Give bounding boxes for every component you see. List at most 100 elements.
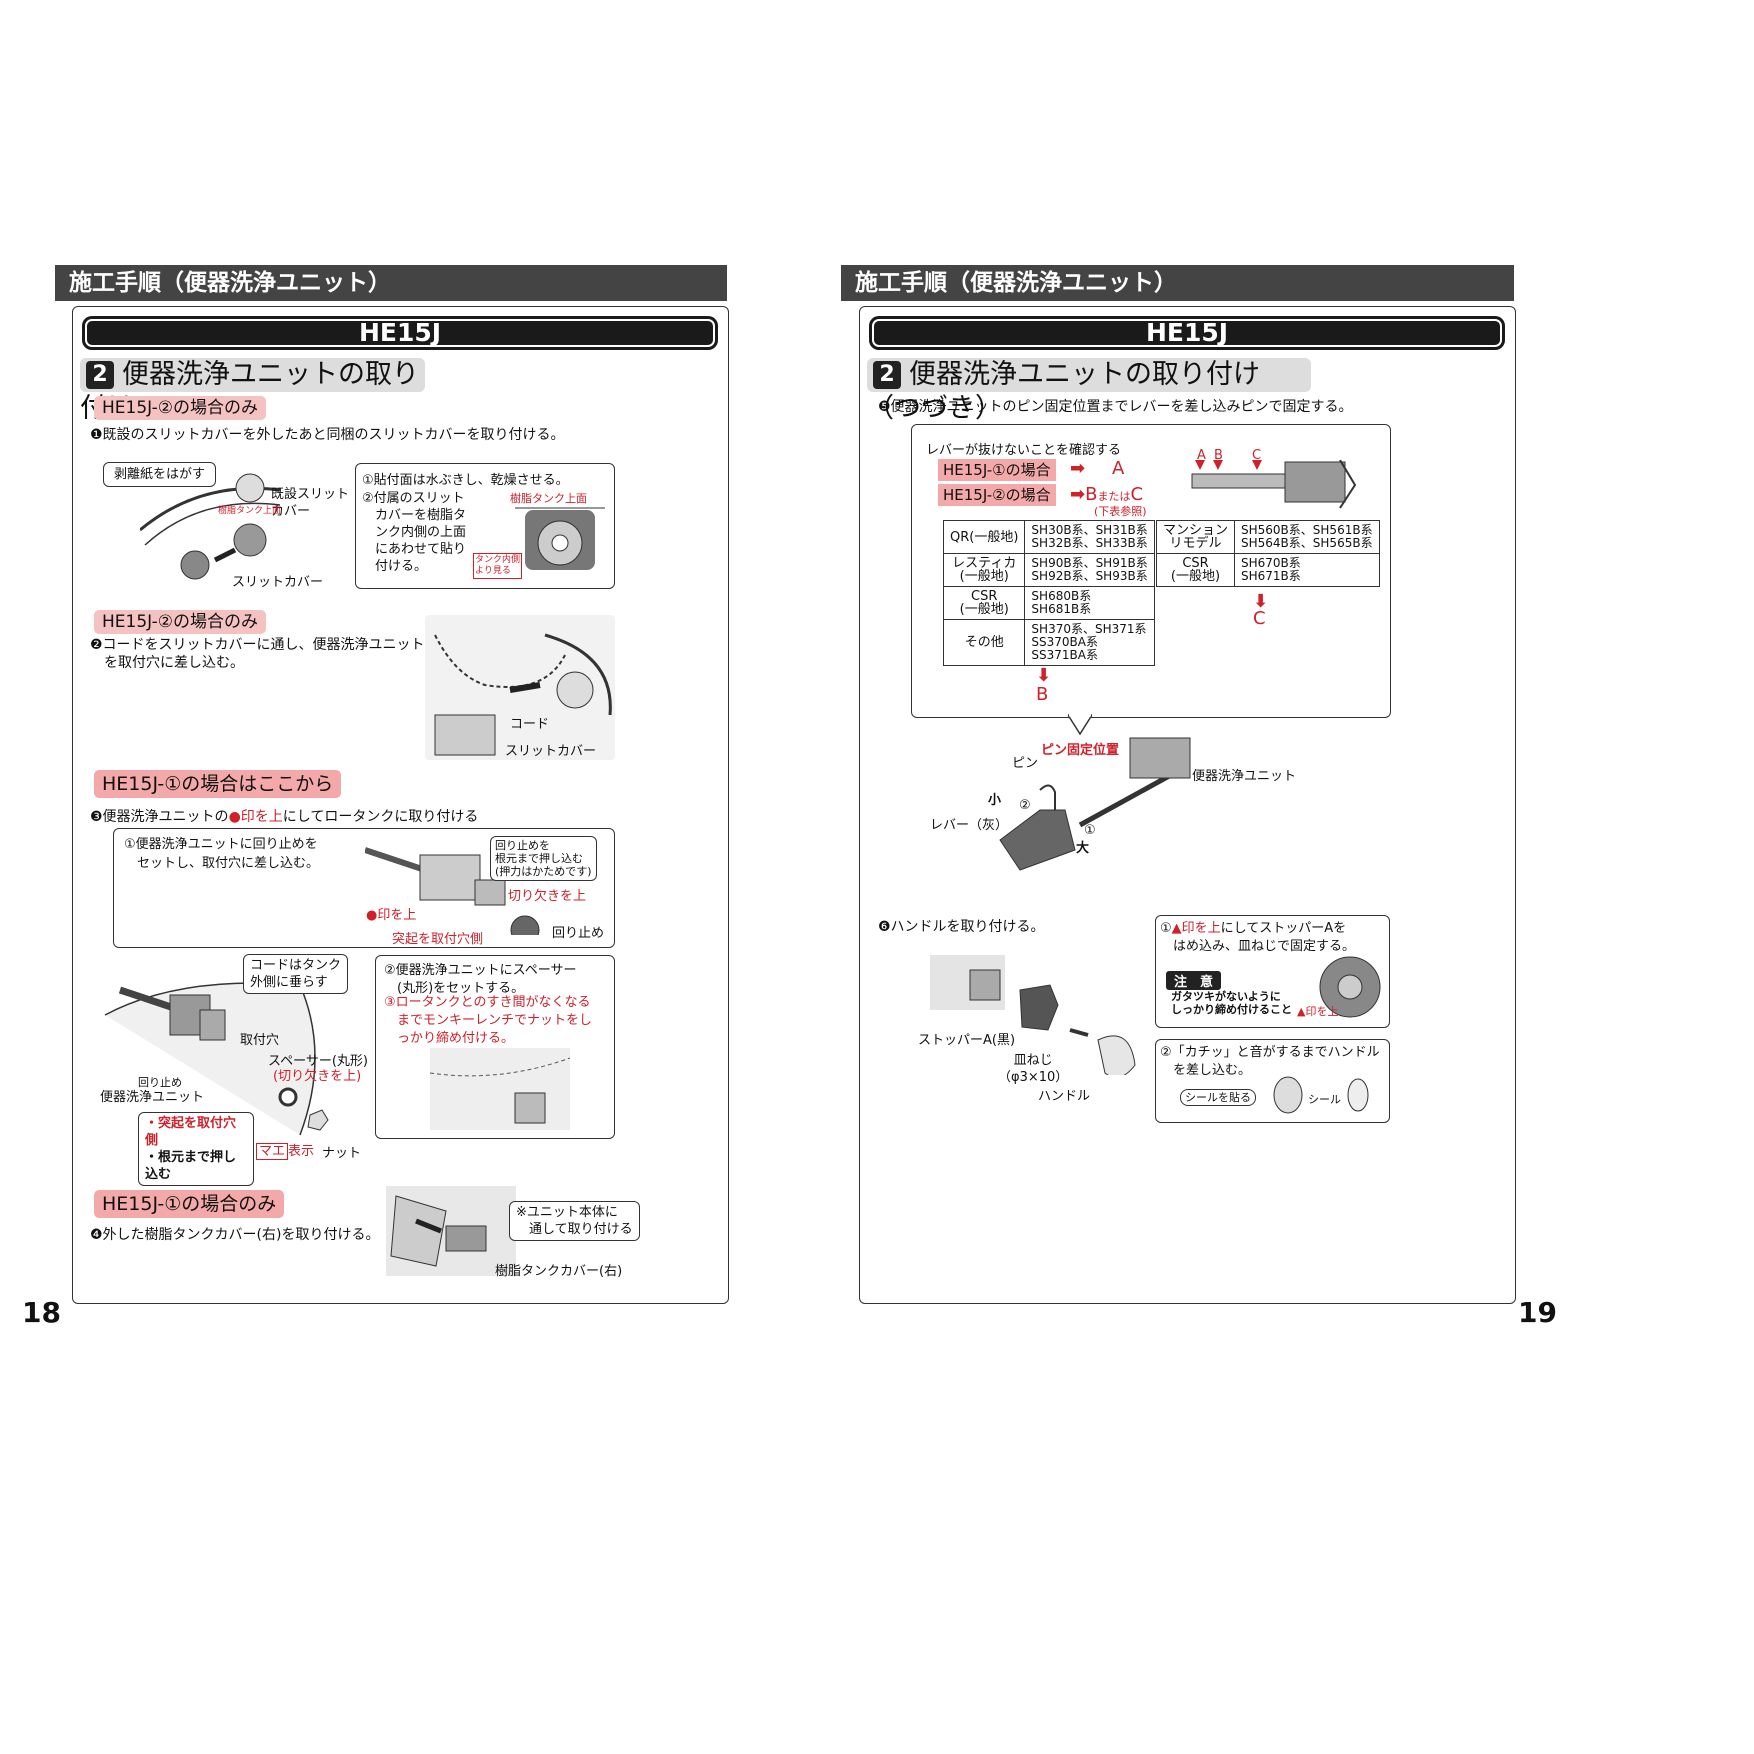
table-cell: レスティカ (一般地) — [942, 553, 1026, 587]
table-cell: SH90B系、SH91B系 SH92B系、SH93B系 — [1024, 553, 1155, 587]
page-number-left: 18 — [22, 1296, 61, 1329]
push-detent-note: 回り止めを 根元まで押し込む (押力はかためです) — [490, 836, 597, 881]
mount-hole-label: 取付穴 — [240, 1033, 280, 1048]
slit-cover-label-1: スリットカバー — [232, 575, 324, 590]
right-step-6: ❻ハンドルを取り付ける。 — [878, 919, 1045, 935]
step-circle-1: ① — [1084, 823, 1096, 838]
step3-note-2: ②便器洗浄ユニットにスペーサー (丸形)をセットする。 — [384, 963, 577, 996]
pin-position-label: ピン固定位置 — [1041, 743, 1120, 758]
tank-top-small-label: 樹脂タンク上面 — [218, 506, 282, 516]
check-box: ・突起を取付穴側 ・根元まで押し込む — [138, 1112, 254, 1186]
pos-label-c: C — [1252, 448, 1262, 463]
left-step-2: ❷コードをスリットカバーに通し、便器洗浄ユニット を取付穴に差し込む。 — [90, 637, 425, 671]
table-cell: マンション リモデル — [1155, 520, 1236, 554]
table-cell: SH670B系 SH671B系 — [1234, 553, 1380, 587]
right-model-bar: HE15J — [869, 316, 1505, 350]
table-cell: CSR (一般地) — [942, 586, 1026, 620]
case2-text: HE15J-②の場合 — [943, 486, 1051, 504]
mark-up-label: ●印を上 — [366, 908, 417, 923]
lever-pin-illustration — [999, 737, 1191, 871]
model-table-b: QR(一般地)SH30B系、SH31B系 SH32B系、SH33B系 レスティカ… — [942, 520, 1155, 666]
case1-tag: HE15J-①の場合 — [938, 459, 1056, 481]
right-section-header: 施工手順（便器洗浄ユニット） — [841, 265, 1514, 301]
left-tag-1-text: HE15J-②の場合のみ — [102, 398, 258, 418]
see-table-note: (下表参照) — [1094, 505, 1147, 518]
table-row: QR(一般地)SH30B系、SH31B系 SH32B系、SH33B系 — [942, 520, 1155, 554]
mae-label: マエ表示 — [256, 1143, 314, 1160]
step6-note-1-mark: ▲印を上 — [1171, 921, 1221, 936]
tank-curve-illustration — [139, 473, 281, 580]
nut-tighten-illustration — [430, 1048, 570, 1130]
table-cell: SH30B系、SH31B系 SH32B系、SH33B系 — [1024, 520, 1155, 554]
step6-note-1-text: にしてストッパーAを はめ込み、皿ねじで固定する。 — [1173, 921, 1356, 954]
step3-text-a: ❸便器洗浄ユニットの — [90, 809, 229, 825]
table-row: レスティカ (一般地)SH90B系、SH91B系 SH92B系、SH93B系 — [942, 553, 1155, 587]
case2-result-c: C — [1130, 484, 1144, 505]
table-b-result: B — [1036, 684, 1049, 705]
table-cell: SH680B系 SH681B系 — [1024, 586, 1155, 620]
left-tag-3-text: HE15J-①の場合はここから — [102, 773, 334, 795]
left-step-3: ❸便器洗浄ユニットの●印を上にしてロータンクに取り付ける — [90, 806, 478, 826]
tank-top-label: 樹脂タンク上面 — [510, 492, 587, 505]
cord-insert-illustration — [425, 615, 615, 760]
left-tag-3: HE15J-①の場合はここから — [94, 770, 342, 798]
table-c-arrow: ⬇ — [1253, 591, 1269, 612]
table-cell: QR(一般地) — [942, 520, 1026, 554]
check-push: ・根元まで押し込む — [145, 1150, 237, 1182]
left-tag-2-text: HE15J-②の場合のみ — [102, 612, 258, 632]
left-model-name: HE15J — [358, 318, 442, 347]
pin-label: ピン — [1012, 756, 1039, 771]
protrusion-label: 突起を取付穴側 — [392, 932, 484, 947]
lever-label: レバー（灰） — [930, 818, 1009, 833]
right-model-name: HE15J — [1145, 318, 1229, 347]
left-step-4: ❹外した樹脂タンクカバー(右)を取り付ける。 — [90, 1227, 380, 1243]
tank-cover-illustration — [386, 1186, 516, 1276]
right-header-text: 施工手順（便器洗浄ユニット） — [855, 270, 1177, 296]
pos-label-b: B — [1214, 448, 1223, 463]
mae-mark: マエ — [256, 1143, 289, 1160]
check-protrusion: ・突起を取付穴側 — [145, 1116, 237, 1148]
case1-arrow: ➡ — [1070, 458, 1086, 479]
tank-cover-label: 樹脂タンクカバー(右) — [495, 1264, 623, 1279]
tank-inner-label: タンク内側 より見る — [473, 553, 523, 579]
right-section-title-text: 便器洗浄ユニットの取り付け（つづき） — [867, 359, 1260, 424]
case2-tag: HE15J-②の場合 — [938, 484, 1056, 506]
small-label: 小 — [988, 793, 1002, 808]
step-circle-2: ② — [1019, 798, 1031, 813]
unit-detent-illustration — [365, 847, 540, 935]
cord-insert-drawing — [434, 633, 612, 756]
step1-note-2: ②付属のスリット カバーを樹脂タ ンク内側の上面 にあわせて貼り 付ける。 — [362, 491, 467, 574]
case2-result: ➡BまたはC — [1070, 484, 1143, 505]
mae-text: 表示 — [288, 1144, 315, 1159]
step3-mark: ●印を上 — [228, 809, 283, 825]
table-c-result: C — [1253, 608, 1266, 629]
step1-note-1: ①貼付面は水ぶきし、乾燥させる。 — [362, 473, 569, 488]
peel-label-text: 剥離紙をはがす — [114, 467, 206, 482]
step3-note-3: ③ロータンクとのすき間がなくなる までモンキーレンチでナットをし っかり締め付け… — [384, 995, 593, 1046]
caution-title: 注 意 — [1166, 971, 1222, 990]
unit-label-right: 便器洗浄ユニット — [1192, 769, 1297, 784]
detent-label: 回り止め — [552, 926, 605, 941]
notch-up-label: 切り欠きを上 — [508, 889, 587, 904]
table-row: CSR (一般地)SH670B系 SH671B系 — [1155, 553, 1380, 587]
caution-text: ガタツキがないように しっかり締め付けること — [1171, 990, 1292, 1016]
left-header-text: 施工手順（便器洗浄ユニット） — [69, 270, 391, 296]
seal-paste-label: シールを貼る — [1180, 1089, 1256, 1106]
tank-cover-note: ※ユニット本体に 通して取り付ける — [509, 1201, 640, 1241]
step6-box-2 — [1155, 1039, 1390, 1123]
step3-note-1: ①便器洗浄ユニットに回り止めを セットし、取付穴に差し込む。 — [124, 837, 320, 871]
pos-label-a: A — [1197, 448, 1206, 463]
left-tag-1: HE15J-②の場合のみ — [94, 396, 266, 420]
callout-pointer — [1068, 714, 1092, 736]
unit-label: 便器洗浄ユニット — [100, 1090, 205, 1105]
left-tag-4: HE15J-①の場合のみ — [94, 1190, 285, 1218]
caution-mark: ▲印を上 — [1297, 1005, 1339, 1018]
seal-label: シール — [1308, 1093, 1341, 1106]
step6-note-2: ②「カチッ」と音がするまでハンドル を差し込む。 — [1160, 1045, 1380, 1078]
existing-slit-label: 既設スリット カバー — [271, 487, 350, 519]
left-section-number: 2 — [86, 361, 114, 389]
table-row: CSR (一般地)SH680B系 SH681B系 — [942, 586, 1155, 620]
